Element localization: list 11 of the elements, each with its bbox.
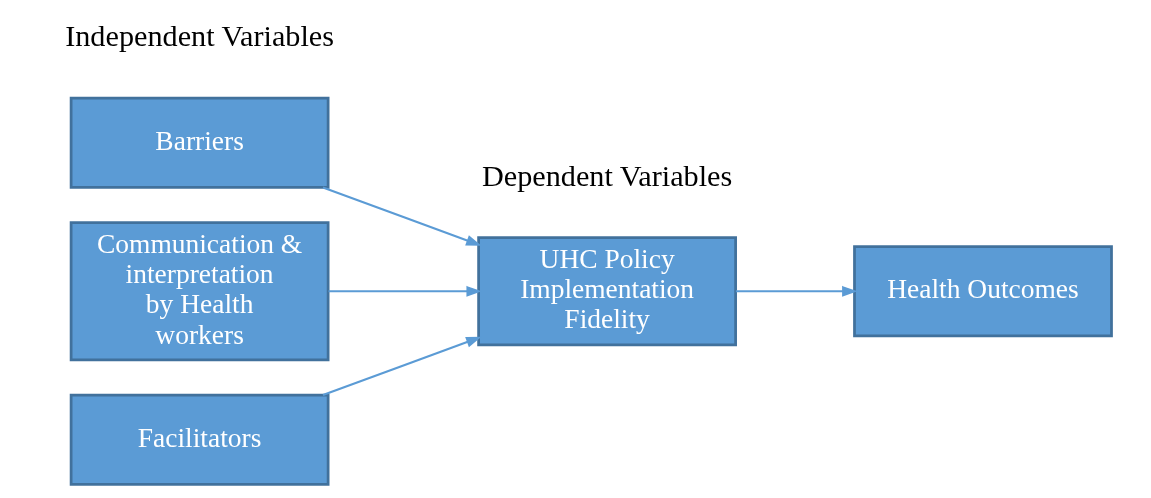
arrow — [322, 186, 482, 246]
label: Independent Variables — [65, 19, 335, 54]
node-box: Health Outcomes — [853, 245, 1113, 338]
arrow — [735, 285, 858, 297]
label: Dependent Variables — [481, 159, 733, 194]
node-box: Barriers — [69, 96, 330, 189]
node-box: UHC Policy Implementation Fidelity — [477, 236, 737, 347]
node-box: Facilitators — [69, 393, 330, 486]
arrow — [322, 336, 482, 396]
arrow — [328, 285, 482, 297]
node-box: Communication & interpretation by Health workers — [69, 221, 330, 362]
